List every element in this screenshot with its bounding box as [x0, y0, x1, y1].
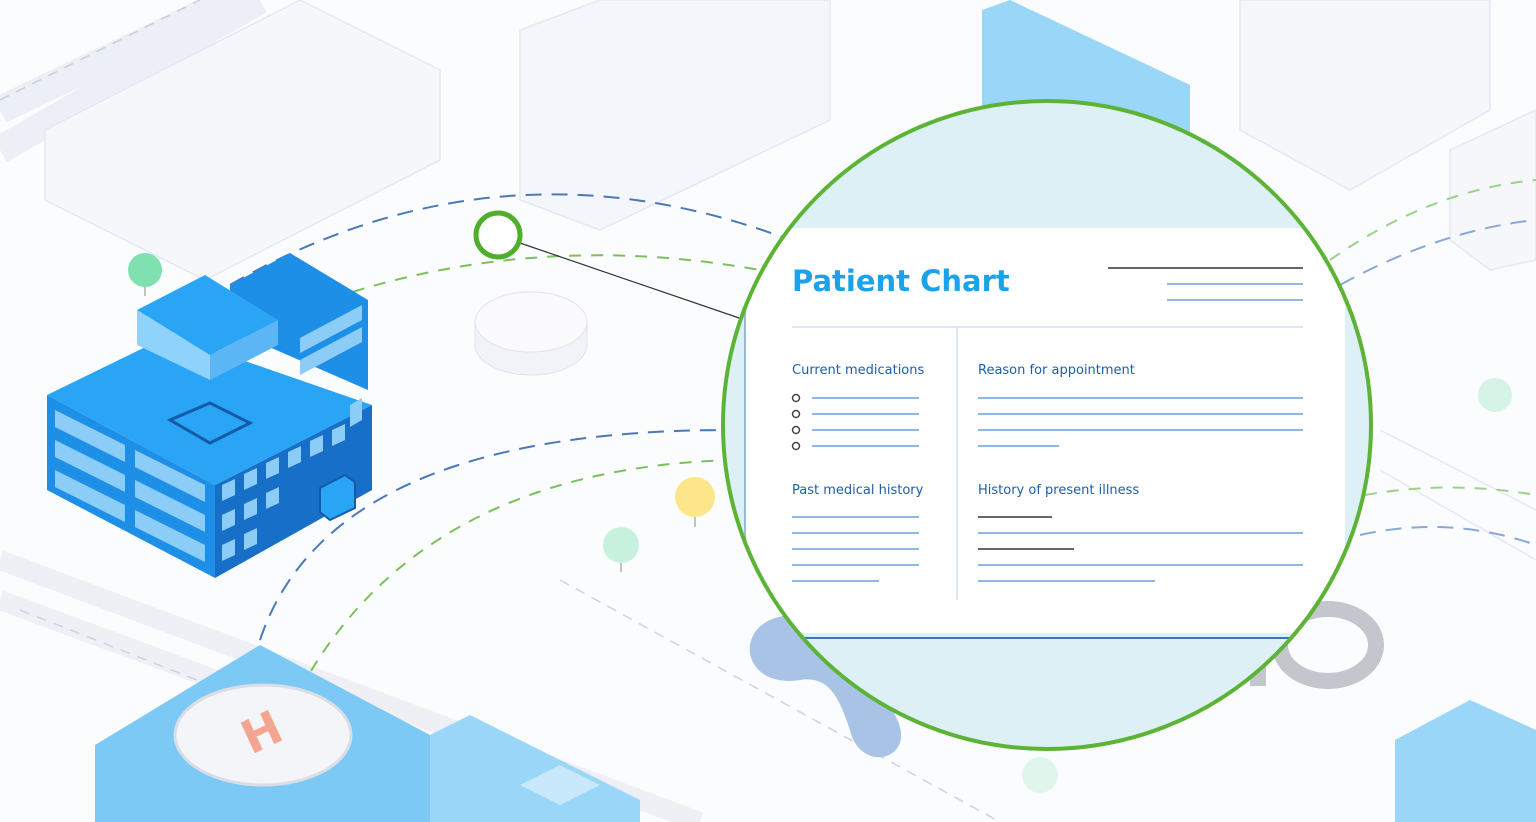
connection-node-icon	[473, 210, 523, 260]
medication-bullets	[791, 393, 801, 451]
section-reason-for-appointment: Reason for appointment	[978, 363, 1135, 378]
section-past-medical-history: Past medical history	[792, 483, 924, 498]
hospital-building-icon	[47, 253, 372, 578]
helipad-building-icon: H	[95, 645, 640, 822]
patient-chart: Patient Chart Current medications Reason…	[791, 264, 1303, 600]
chart-title: Patient Chart	[792, 264, 1010, 298]
connection-arcs	[229, 179, 1536, 691]
pedestal-icon	[474, 291, 588, 376]
section-current-medications: Current medications	[792, 363, 924, 378]
placeholder-lines	[792, 397, 1303, 582]
section-history-of-present-illness: History of present illness	[978, 483, 1139, 498]
tree-icon	[128, 253, 1512, 793]
